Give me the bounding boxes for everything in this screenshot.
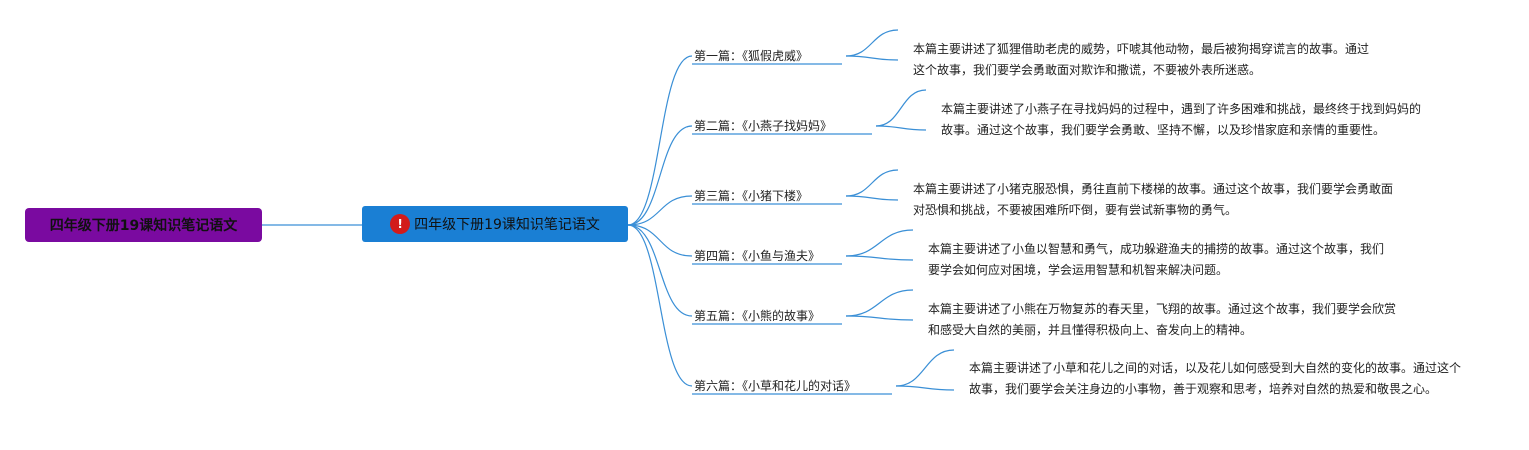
summary-connector-top-6 — [895, 349, 955, 387]
root-topic-label: 四年级下册19课知识笔记语文 — [49, 218, 238, 234]
branch-line-6 — [627, 224, 693, 387]
alert-badge-icon: ! — [390, 214, 411, 234]
summary-connector-bottom-5 — [845, 315, 914, 321]
chapter-summary-3[interactable]: 本篇主要讲述了小猪克服恐惧，勇往直前下楼梯的故事。通过这个故事，我们要学会勇敢面… — [913, 182, 1394, 217]
chapter-summary-1[interactable]: 本篇主要讲述了狐狸借助老虎的威势，吓唬其他动物，最后被狗揭穿谎言的故事。通过这个… — [913, 42, 1370, 77]
chapter-node-4[interactable]: 第四篇：《小鱼与渔夫》 — [694, 249, 821, 263]
summary-connector-bottom-1 — [845, 55, 899, 61]
chapter-node-6[interactable]: 第六篇：《小草和花儿的对话》 — [694, 379, 857, 393]
summary-connector-bottom-4 — [845, 255, 914, 261]
branch-line-1 — [627, 55, 693, 226]
chapter-node-1[interactable]: 第一篇：《狐假虎威》 — [694, 49, 809, 63]
summary-connector-top-4 — [845, 229, 914, 257]
branch-line-4 — [627, 224, 693, 257]
chapter-node-5[interactable]: 第五篇：《小熊的故事》 — [694, 309, 821, 323]
branch-line-5 — [627, 224, 693, 317]
chapter-summary-2[interactable]: 本篇主要讲述了小燕子在寻找妈妈的过程中，遇到了许多困难和挑战，最终终于找到妈妈的… — [941, 102, 1422, 137]
summary-connector-bottom-6 — [895, 385, 955, 391]
summary-connector-top-1 — [845, 29, 899, 57]
chapter-summary-5[interactable]: 本篇主要讲述了小熊在万物复苏的春天里，飞翔的故事。通过这个故事，我们要学会欣赏和… — [928, 302, 1397, 337]
chapter-node-3[interactable]: 第三篇：《小猪下楼》 — [694, 189, 809, 203]
summary-connector-bottom-2 — [875, 125, 927, 131]
branch-line-3 — [627, 195, 693, 226]
summary-connector-top-5 — [845, 289, 914, 317]
summary-connector-top-3 — [845, 169, 899, 197]
summary-connector-bottom-3 — [845, 195, 899, 201]
chapter-summary-4[interactable]: 本篇主要讲述了小鱼以智慧和勇气，成功躲避渔夫的捕捞的故事。通过这个故事，我们要学… — [928, 242, 1385, 277]
chapter-summary-6[interactable]: 本篇主要讲述了小草和花儿之间的对话，以及花儿如何感受到大自然的变化的故事。通过这… — [969, 361, 1462, 396]
chapter-node-2[interactable]: 第二篇：《小燕子找妈妈》 — [694, 119, 833, 133]
root-topic-node[interactable]: 四年级下册19课知识笔记语文 — [25, 208, 262, 242]
summary-connector-top-2 — [875, 89, 927, 127]
central-topic-node[interactable]: ! 四年级下册19课知识笔记语文 — [362, 206, 628, 242]
central-topic-label: 四年级下册19课知识笔记语文 — [414, 217, 600, 233]
branch-line-2 — [627, 125, 693, 226]
